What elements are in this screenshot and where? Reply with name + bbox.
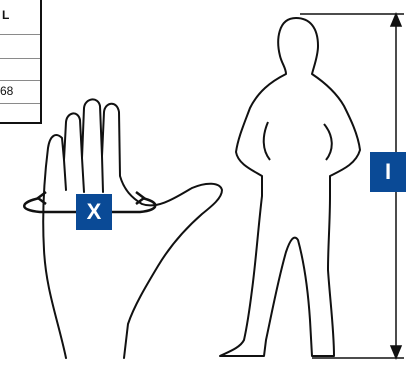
person-outline xyxy=(220,18,360,356)
hand-outline xyxy=(43,99,222,358)
hand-girth-badge: X xyxy=(76,194,112,230)
height-badge: I xyxy=(370,152,406,192)
